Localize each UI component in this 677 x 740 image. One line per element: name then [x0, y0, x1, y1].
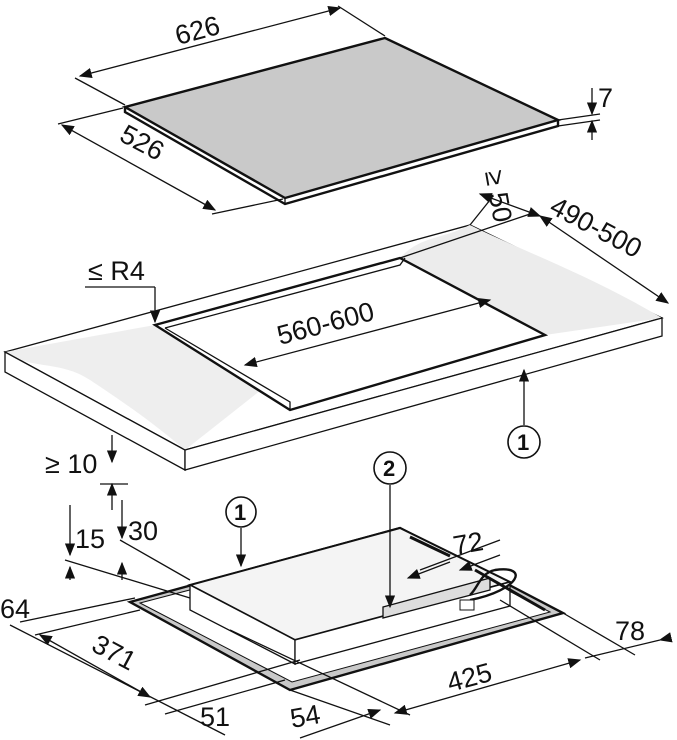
terminal	[459, 599, 475, 611]
dimension-371: 371	[9, 624, 226, 736]
dim-label-30: 30	[128, 516, 158, 546]
dim-label-51: 51	[200, 702, 230, 732]
dimension-15: 15 15	[64, 505, 191, 599]
callout-1-countertop: 1	[507, 368, 541, 459]
dim-label-54: 54	[288, 699, 323, 734]
dim-label-7: 7	[598, 83, 613, 113]
callout-number: 1	[234, 500, 246, 525]
dimension-64: 64 64	[0, 594, 141, 636]
dim-label-50: ≥ 50	[479, 168, 518, 225]
power-cable	[469, 568, 517, 602]
dim-label-78: 78	[615, 616, 645, 646]
dimension-corner-radius: ≤ R4	[85, 256, 161, 324]
dimension-78: 78	[562, 612, 673, 659]
dim-label-72: 72	[451, 526, 486, 561]
dimension-front-clearance: ≥ 10	[45, 435, 128, 510]
dim-label-10: ≥ 10	[45, 449, 97, 479]
dim-label-r4: ≤ R4	[88, 256, 145, 286]
dim-label-15-text: 15	[75, 524, 105, 554]
dim-label-64-text: 64	[0, 594, 30, 624]
dimension-51: 51	[144, 659, 301, 732]
dimension-30: 30	[116, 500, 191, 581]
callout-number: 1	[517, 430, 529, 455]
dimension-thickness-7: 7	[557, 83, 613, 140]
dim-label-425: 425	[444, 657, 495, 698]
hob-underside	[126, 526, 567, 692]
callout-1-hob: 1	[225, 496, 257, 568]
connection-box	[382, 577, 491, 619]
dimension-54: 54	[229, 629, 411, 739]
callout-2-hob: 2	[373, 451, 407, 609]
dim-label-490-500: 490-500	[545, 191, 647, 264]
callout-number: 2	[383, 456, 395, 481]
dimension-72: 72	[406, 526, 501, 579]
dim-label-626: 626	[172, 10, 223, 51]
